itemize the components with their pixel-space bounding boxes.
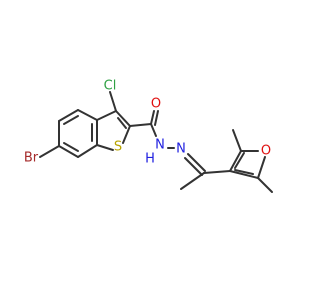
carbonyl-oxygen-atom-label: O bbox=[151, 97, 161, 112]
bond bbox=[232, 129, 242, 152]
bond-inner bbox=[63, 142, 79, 152]
molecule-diagram: Br Cl S O N H N O bbox=[24, 79, 273, 193]
bond-inner bbox=[63, 115, 79, 125]
bond bbox=[77, 109, 98, 121]
sulfur-atom-label: S bbox=[114, 140, 122, 155]
bond bbox=[187, 153, 206, 172]
bond bbox=[234, 152, 245, 169]
bond bbox=[39, 145, 60, 158]
chlorine-atom-label: Cl bbox=[104, 79, 117, 94]
bond bbox=[203, 170, 231, 174]
atom-labels: Br Cl S O N H N O bbox=[24, 79, 271, 167]
bond bbox=[129, 123, 152, 127]
amide-nitrogen-atom-label: N bbox=[155, 138, 165, 153]
bond bbox=[58, 145, 79, 158]
bond bbox=[150, 123, 157, 137]
bond bbox=[180, 172, 205, 190]
bond bbox=[58, 109, 79, 122]
bond bbox=[109, 91, 117, 112]
bromine-atom-label: Br bbox=[24, 151, 39, 166]
bond bbox=[257, 177, 273, 193]
bond bbox=[184, 157, 203, 176]
amide-hydrogen-atom-label: H bbox=[145, 152, 155, 167]
furan-oxygen-atom-label: O bbox=[261, 144, 271, 159]
bonds bbox=[39, 91, 273, 193]
bond bbox=[229, 170, 259, 179]
imine-nitrogen-atom-label: N bbox=[176, 142, 186, 157]
structure-canvas: Br Cl S O N H N O bbox=[23, 78, 273, 193]
bond bbox=[115, 110, 131, 127]
bond bbox=[229, 150, 242, 172]
bond-inner bbox=[234, 169, 254, 175]
bond bbox=[96, 144, 114, 151]
bond bbox=[77, 144, 98, 158]
bond bbox=[122, 125, 131, 144]
bond bbox=[96, 110, 117, 121]
bond-inner bbox=[117, 117, 127, 129]
bond bbox=[154, 110, 159, 126]
bond bbox=[150, 110, 155, 125]
bond bbox=[257, 156, 266, 179]
